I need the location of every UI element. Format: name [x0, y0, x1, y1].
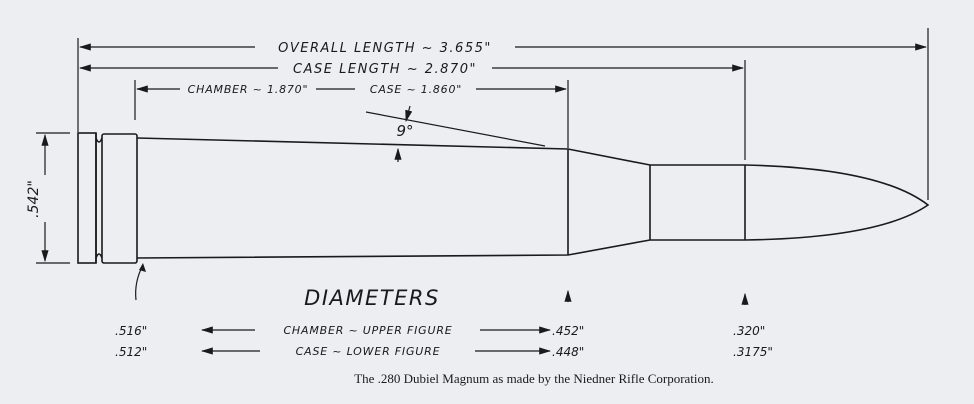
- overall-length-dimension: OVERALL LENGTH ~ 3.655": [78, 41, 928, 56]
- lower-figure-label: CASE ~ LOWER FIGURE: [296, 345, 441, 358]
- base-upper-value: .516": [115, 324, 147, 338]
- case-body-length-label: CASE ~ 1.860": [370, 83, 462, 96]
- angle-label: 9°: [396, 122, 413, 140]
- head-height-label: .542": [26, 180, 42, 218]
- cartridge-outline: [77, 132, 930, 301]
- shoulder-upper-value: .452": [552, 324, 584, 338]
- diameters-table: DIAMETERS .516" .512" CHAMBER ~ UPPER FI…: [115, 286, 773, 359]
- neck-lower-value: .3175": [733, 345, 773, 359]
- case-length-dimension: CASE LENGTH ~ 2.870": [78, 62, 745, 77]
- extension-lines: [77, 28, 929, 200]
- shoulder-lower-value: .448": [552, 345, 584, 359]
- shoulder-angle: 9°: [365, 105, 546, 162]
- chamber-case-dimension: CHAMBER ~ 1.870" CASE ~ 1.860": [135, 83, 568, 96]
- upper-figure-label: CHAMBER ~ UPPER FIGURE: [283, 324, 452, 337]
- base-lower-value: .512": [115, 345, 147, 359]
- head-height-dimension: .542": [26, 132, 70, 264]
- chamber-length-label: CHAMBER ~ 1.870": [188, 83, 309, 96]
- overall-length-label: OVERALL LENGTH ~ 3.655": [278, 41, 492, 56]
- diameters-title: DIAMETERS: [304, 286, 440, 310]
- neck-upper-value: .320": [733, 324, 765, 338]
- case-length-label: CASE LENGTH ~ 2.870": [293, 62, 477, 77]
- caption: The .280 Dubiel Magnum as made by the Ni…: [354, 371, 714, 386]
